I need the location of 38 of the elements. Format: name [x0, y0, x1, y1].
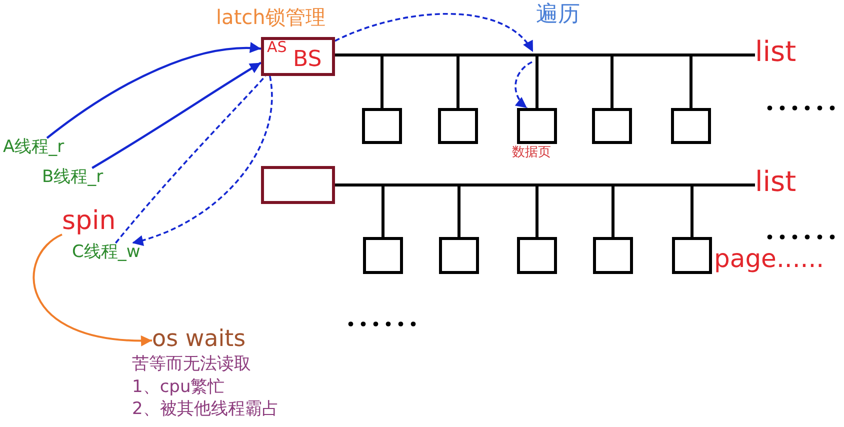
arrow	[46, 42, 262, 139]
dashed-arrow	[334, 13, 534, 53]
page-box	[672, 237, 712, 274]
connector-line	[335, 184, 755, 186]
list-label: list	[755, 36, 796, 68]
connector-line	[335, 53, 755, 56]
dashed-arrow	[514, 61, 532, 109]
page-box	[362, 108, 402, 144]
lock-label: BS	[293, 49, 322, 71]
note-text: 苦等而无法读取	[132, 355, 251, 375]
lock-label: AS	[267, 40, 287, 55]
state-label: spin	[62, 207, 116, 237]
caption-text: 数据页	[512, 146, 551, 161]
thread-label: B线程_r	[42, 168, 104, 188]
ellipsis: ......	[347, 300, 422, 334]
page-box	[438, 108, 478, 144]
page-box	[439, 237, 479, 274]
thread-label: C线程_w	[72, 243, 140, 263]
page-box	[593, 237, 633, 274]
note-text: 1、cpu繁忙	[132, 378, 225, 398]
arrow	[92, 62, 262, 169]
page-box	[517, 237, 557, 274]
note-text: 2、被其他线程霸占	[132, 400, 279, 420]
page-box	[363, 237, 403, 274]
page-box	[517, 108, 557, 144]
state-label: os waits	[152, 326, 246, 352]
list-label: list	[755, 166, 796, 198]
latch-box	[261, 166, 335, 204]
page-box	[671, 108, 711, 144]
page-box	[592, 108, 632, 144]
heading: latch锁管理	[216, 6, 326, 29]
ellipsis: ......	[766, 213, 841, 248]
arrow	[33, 234, 152, 346]
ellipsis: ......	[766, 84, 841, 118]
thread-label: A线程_r	[3, 138, 64, 158]
dashed-line	[115, 75, 266, 244]
page-label: page......	[714, 245, 824, 274]
dashed-arrow	[132, 76, 273, 246]
